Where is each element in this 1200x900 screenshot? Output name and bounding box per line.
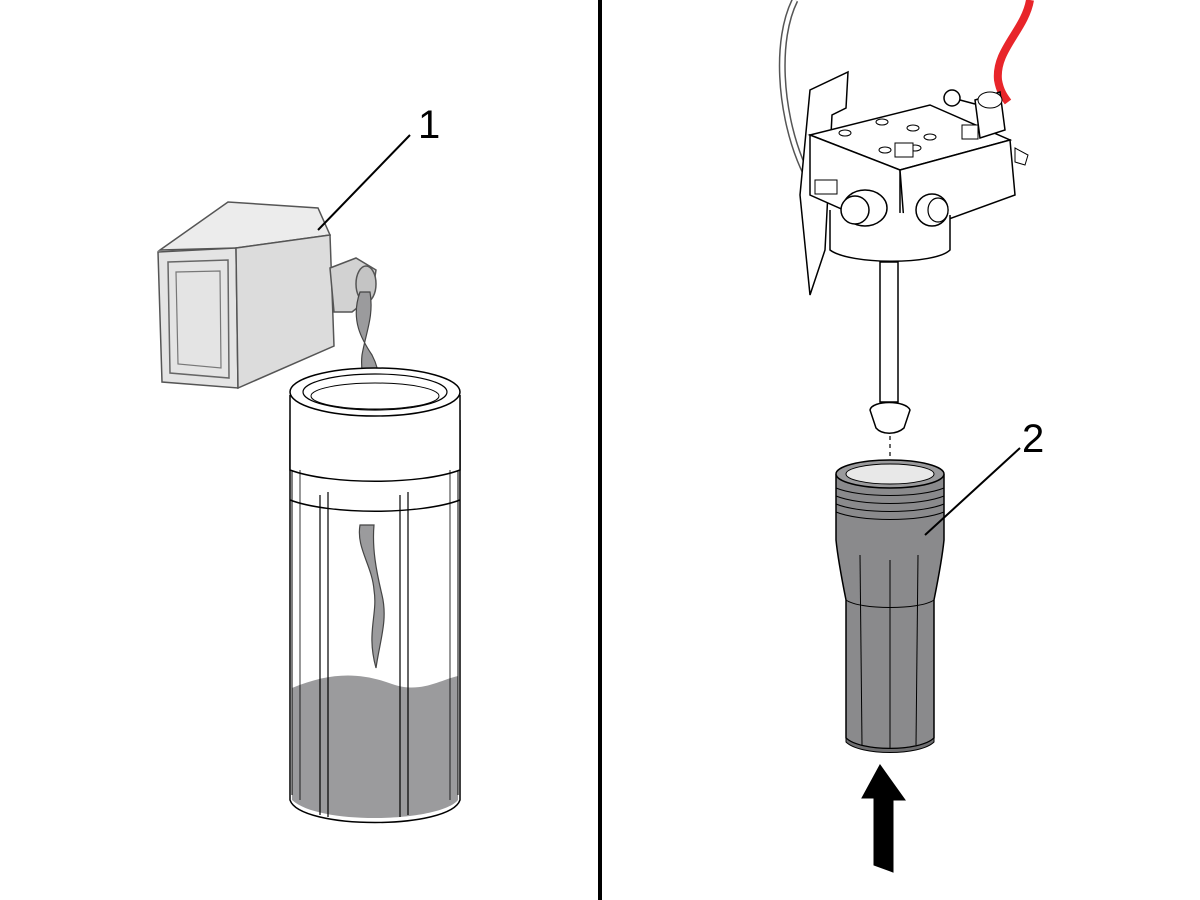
- pour-stream-lower: [358, 524, 385, 669]
- up-arrow-icon: [861, 764, 906, 873]
- filter-canister-icon: [289, 367, 461, 824]
- callout-1: 1: [317, 103, 440, 231]
- callout-2-label: 2: [1022, 417, 1044, 461]
- filter-housing-icon: [799, 70, 1029, 434]
- filter-housing-bowl: [835, 459, 945, 753]
- concentrate-bottle-icon: [157, 201, 377, 390]
- callout-1-label: 1: [418, 103, 440, 147]
- red-hose: [993, 0, 1034, 105]
- callout-2: 2: [924, 417, 1044, 536]
